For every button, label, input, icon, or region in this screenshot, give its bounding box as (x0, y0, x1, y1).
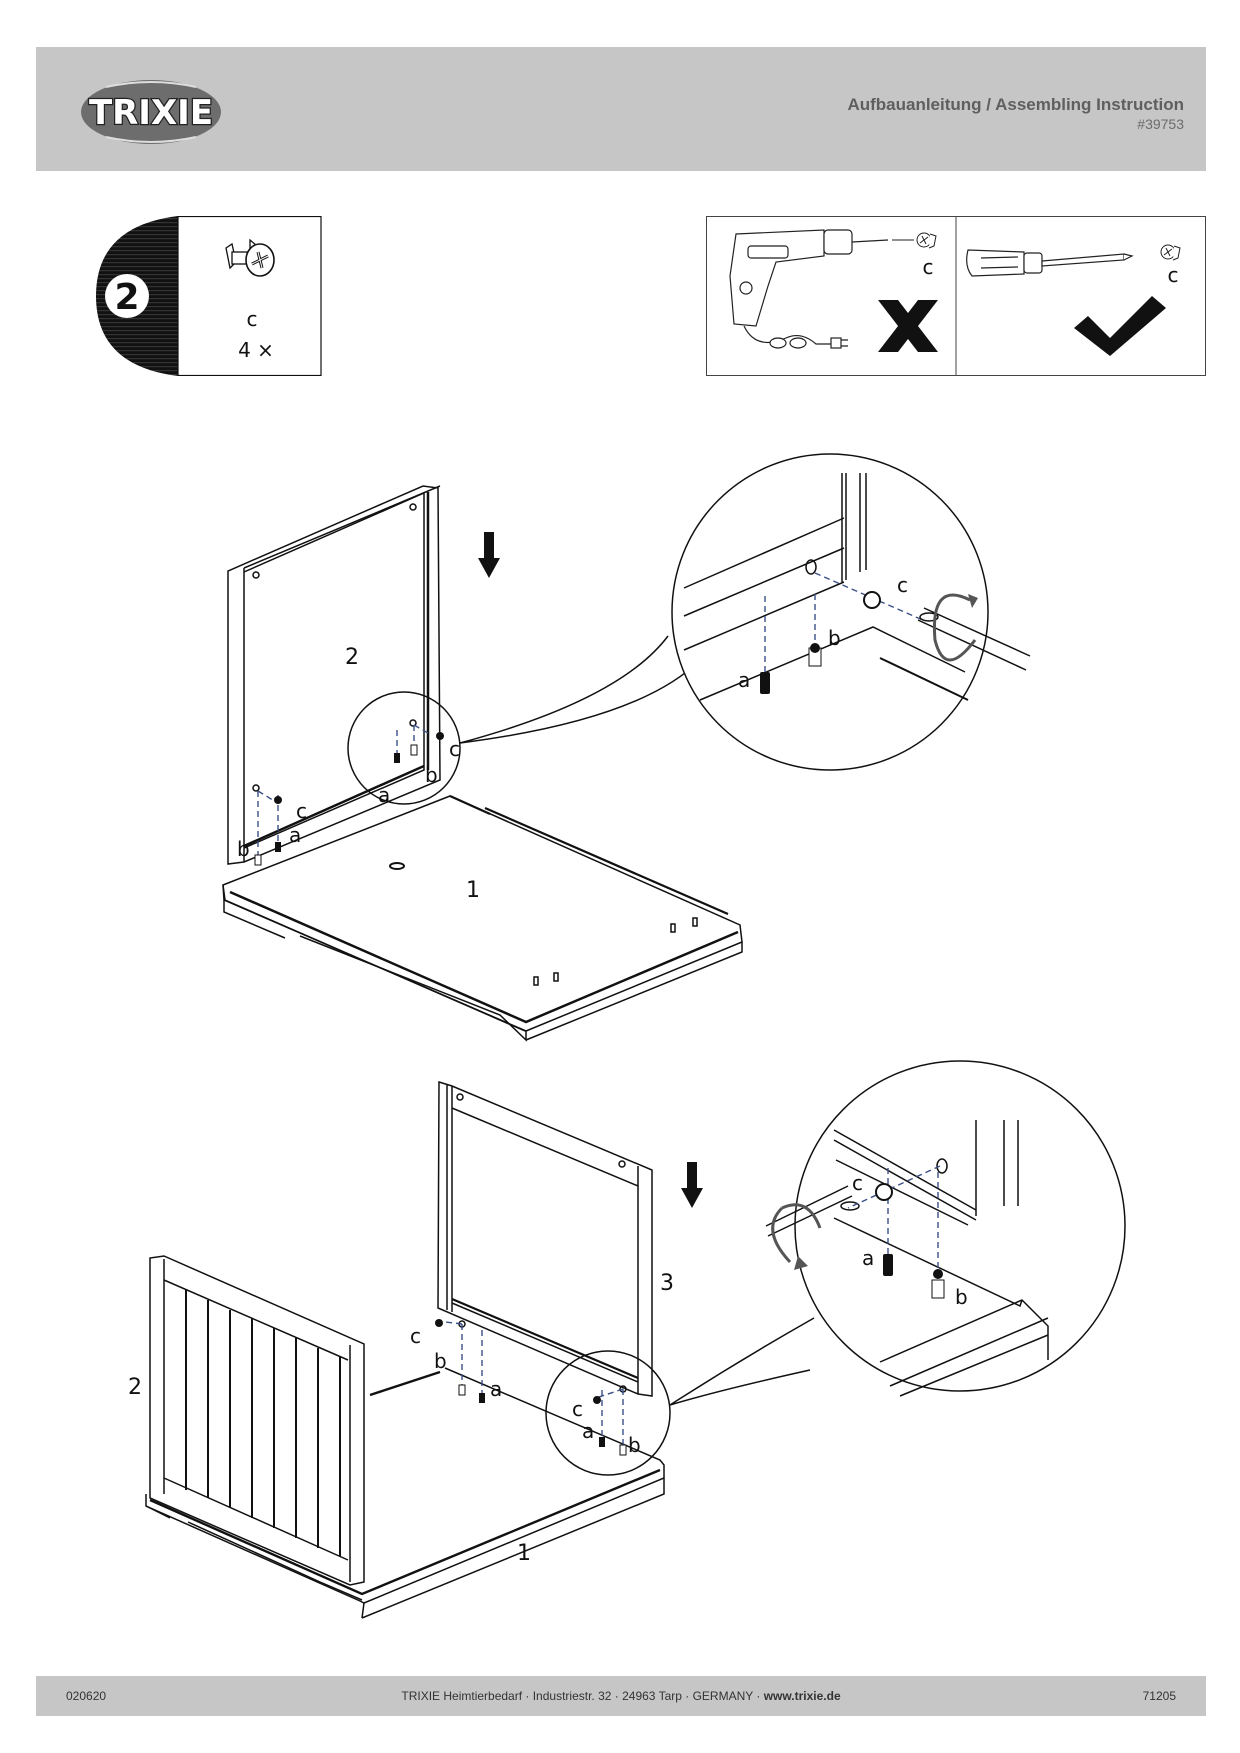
label-c: c (296, 799, 307, 823)
label-c: c (897, 573, 908, 597)
alignment-guides-bottom (445, 1165, 941, 1448)
label-b: b (955, 1285, 968, 1309)
article-number: #39753 (1137, 116, 1184, 132)
rotate-arrow-icon (932, 593, 977, 662)
down-arrow-icon-bottom (681, 1162, 703, 1208)
label-base-1: 1 (517, 1541, 531, 1566)
frame-panel-2 (227, 485, 441, 865)
cam-lock-small-icon (916, 232, 937, 249)
base-panel-1-bottom (145, 1367, 665, 1619)
trixie-logo: TRIXIE (81, 80, 221, 144)
title-text: Aufbauanleitung / Assembling Instruction (847, 95, 1184, 114)
footer-bar: 020620 TRIXIE Heimtierbedarf · Industrie… (36, 1676, 1206, 1716)
detail-callout-circle-bottom (545, 1350, 671, 1476)
label-b: b (237, 837, 250, 861)
step-number-circle (105, 274, 149, 318)
screwdriver-part-label: c (1168, 263, 1179, 287)
label-a: a (582, 1419, 594, 1443)
detail-magnified-circle-bottom (794, 1060, 1126, 1392)
footer-address: TRIXIE Heimtierbedarf · Industriestr. 32… (36, 1689, 1206, 1703)
step-parts-box: 2 c 4 × (96, 216, 322, 376)
label-c: c (410, 1324, 421, 1348)
footer-address-text: TRIXIE Heimtierbedarf · Industriestr. 32… (401, 1689, 764, 1703)
footer-date-code: 020620 (66, 1689, 107, 1703)
label-b: b (434, 1349, 447, 1373)
label-a: a (378, 783, 390, 807)
label-panel-3: 3 (660, 1271, 674, 1296)
part-quantity: 4 × (238, 338, 274, 362)
cam-lock-small-icon (1160, 244, 1181, 261)
cam-lock-icon (225, 238, 275, 277)
checkmark-icon (1074, 296, 1166, 356)
label-b: b (425, 763, 438, 787)
footer-website-link[interactable]: www.trixie.de (763, 1689, 841, 1703)
svg-text:TRIXIE: TRIXIE (89, 93, 213, 133)
cross-icon (878, 300, 938, 352)
base-panel-1 (222, 794, 743, 1042)
label-panel-2: 2 (345, 645, 359, 670)
down-arrow-icon-top (478, 532, 500, 578)
part-label: c (247, 307, 258, 331)
drill-part-label: c (923, 255, 934, 279)
footer-item-code: 71205 (1142, 1689, 1176, 1703)
fasteners-top (254, 591, 881, 866)
label-a: a (490, 1377, 502, 1401)
screwdriver-icon (966, 249, 1134, 277)
slatted-side-panel-2 (149, 1255, 365, 1586)
fasteners-bottom (435, 1183, 945, 1456)
label-b: b (628, 1433, 641, 1457)
label-a: a (289, 823, 301, 847)
label-c: c (852, 1171, 863, 1195)
label-a: a (738, 668, 750, 692)
step-number: 2 (114, 277, 139, 318)
label-base-1: 1 (466, 878, 480, 903)
header-bar: TRIXIE Aufbauanleitung / Assembling Inst… (36, 47, 1206, 171)
power-drill-icon (729, 229, 889, 349)
label-c: c (572, 1397, 583, 1421)
label-a: a (862, 1246, 874, 1270)
label-side-2: 2 (128, 1375, 142, 1400)
rotate-arrow-icon (771, 1203, 822, 1264)
detail-callout-circle (347, 691, 461, 805)
label-c: c (449, 737, 460, 761)
label-b: b (828, 626, 841, 650)
frame-panel-3 (437, 1080, 653, 1397)
detail-magnified-circle (671, 453, 989, 771)
tool-guidance-box: c c (706, 216, 1206, 376)
document-title: Aufbauanleitung / Assembling Instruction… (847, 95, 1184, 132)
